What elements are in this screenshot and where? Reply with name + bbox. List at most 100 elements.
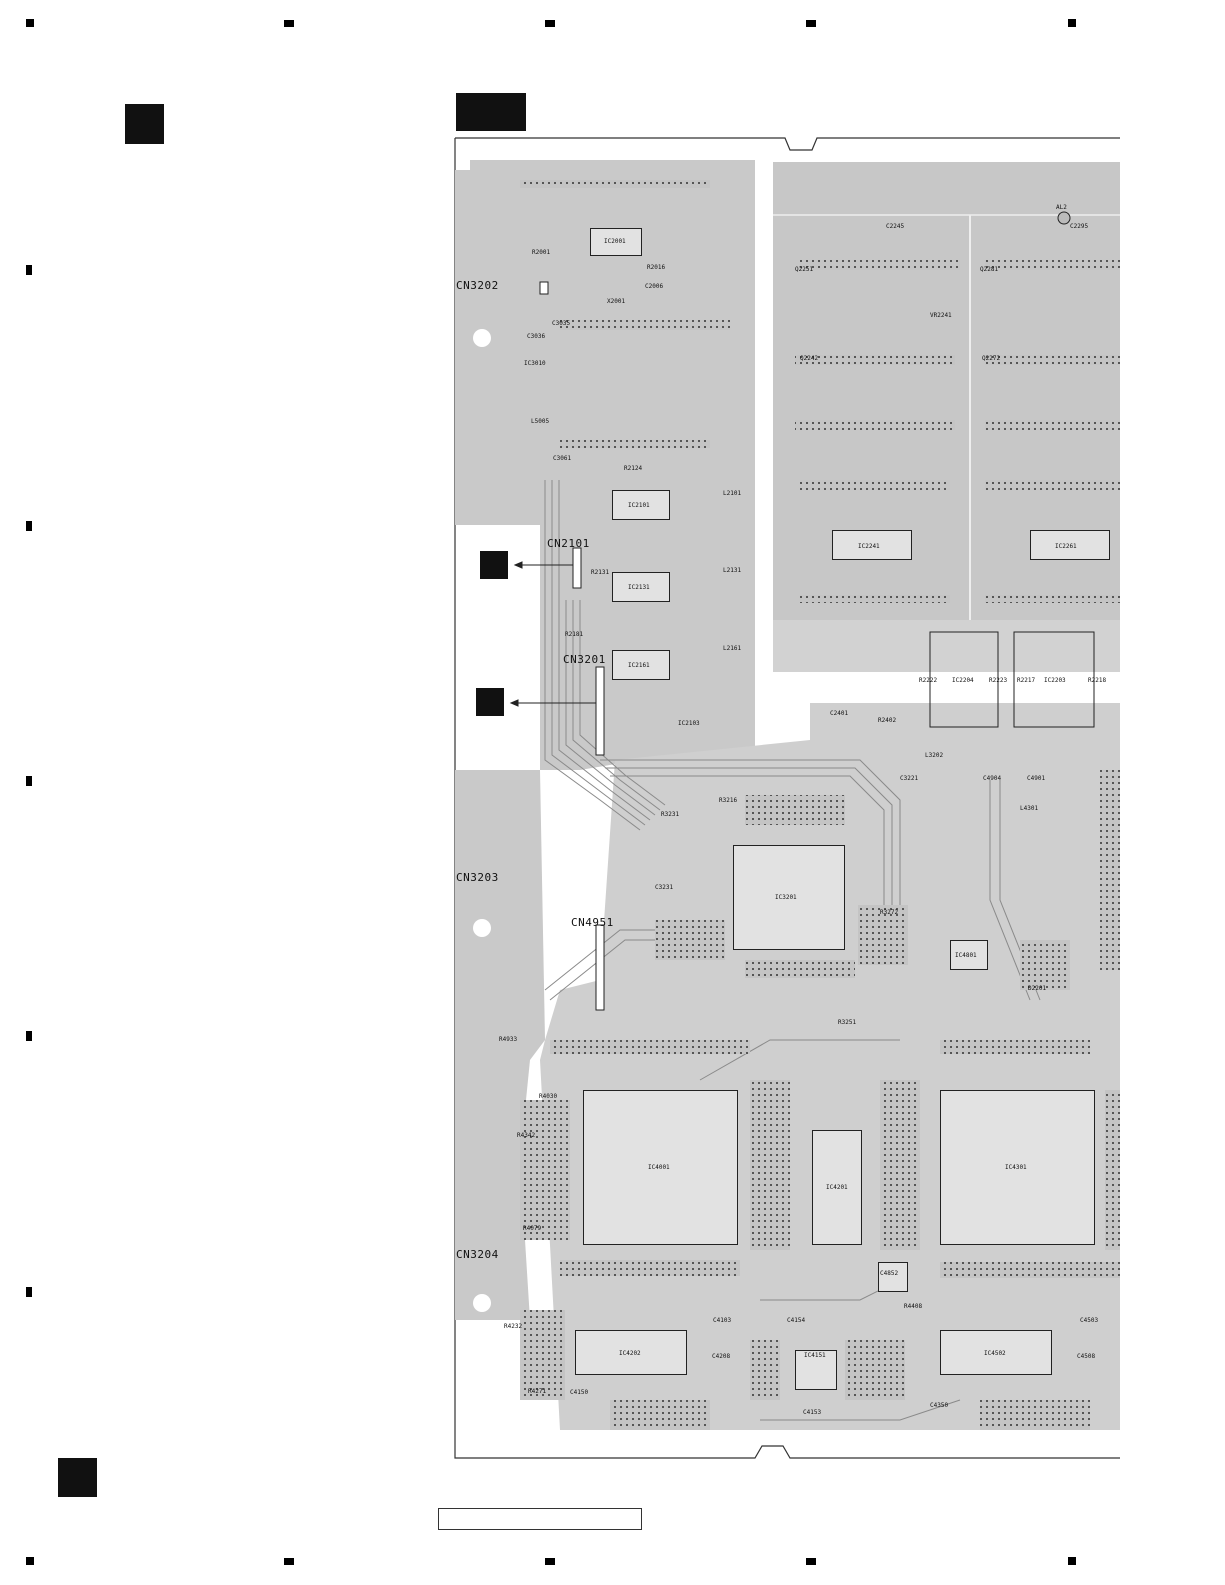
part-c4503: C4503 bbox=[1080, 1317, 1099, 1324]
part-c4154: C4154 bbox=[787, 1317, 806, 1324]
part-r4079: R4079 bbox=[523, 1225, 542, 1232]
registration-mark bbox=[26, 521, 32, 531]
corner-mark bbox=[26, 1557, 34, 1565]
part-c4103: C4103 bbox=[713, 1317, 732, 1324]
registration-mark bbox=[545, 1558, 555, 1565]
corner-mark bbox=[26, 19, 34, 27]
ic4151-label: IC4151 bbox=[804, 1352, 826, 1359]
connector-cn2101-pins bbox=[572, 547, 582, 589]
ic4301-label: IC4301 bbox=[1005, 1164, 1027, 1171]
ic4852-label: C4852 bbox=[880, 1270, 899, 1277]
copper-pour-right-top bbox=[773, 162, 1120, 672]
part-al2: AL2 bbox=[1056, 204, 1067, 211]
connector-cn3201-pins bbox=[595, 666, 605, 756]
part-l5005: L5005 bbox=[531, 418, 550, 425]
registration-mark bbox=[26, 265, 32, 275]
part-d2201: D2201 bbox=[1028, 985, 1047, 992]
part-r3251: R3251 bbox=[838, 1019, 857, 1026]
ic2001-label: IC2001 bbox=[604, 238, 626, 245]
cn3204-label: CN3204 bbox=[456, 1248, 499, 1261]
cn4951-label: CN4951 bbox=[571, 916, 614, 929]
part-c4901: C4901 bbox=[1027, 775, 1046, 782]
part-l2161: L2161 bbox=[723, 645, 742, 652]
corner-mark bbox=[1068, 1557, 1076, 1565]
part-c4350: C4350 bbox=[930, 1402, 949, 1409]
part-r2181: R2181 bbox=[565, 631, 584, 638]
part-q2281: Q2281 bbox=[980, 266, 999, 273]
part-c4150: C4150 bbox=[570, 1389, 589, 1396]
part-l3202: L3202 bbox=[925, 752, 944, 759]
ic4001 bbox=[583, 1090, 738, 1245]
part-c4508: C4508 bbox=[1077, 1353, 1096, 1360]
part-c2401: C2401 bbox=[830, 710, 849, 717]
ic3201-label: IC3201 bbox=[775, 894, 797, 901]
part-ic2103: IC2103 bbox=[678, 720, 700, 727]
ic2241-label: IC2241 bbox=[858, 543, 880, 550]
ic2241 bbox=[832, 530, 912, 560]
corner-mark bbox=[1068, 19, 1076, 27]
part-c3061: C3061 bbox=[553, 455, 572, 462]
ic2101 bbox=[612, 490, 670, 520]
part-q2272: Q2272 bbox=[982, 355, 1001, 362]
ic2204-label: IC2204 bbox=[952, 677, 974, 684]
ic3201 bbox=[733, 845, 845, 950]
copper-pour-center bbox=[540, 703, 1120, 1430]
part-r3216: R3216 bbox=[719, 797, 738, 804]
ic2131 bbox=[612, 572, 670, 602]
part-l2131: L2131 bbox=[723, 567, 742, 574]
connection-label-block bbox=[480, 551, 508, 579]
part-r3231: R3231 bbox=[661, 811, 680, 818]
part-x2001: X2001 bbox=[607, 298, 626, 305]
registration-mark bbox=[26, 776, 32, 786]
ic2161 bbox=[612, 650, 670, 680]
ic4151 bbox=[795, 1350, 837, 1390]
part-c4208: C4208 bbox=[712, 1353, 731, 1360]
connection-label-block bbox=[476, 688, 504, 716]
part-c3221: C3221 bbox=[900, 775, 919, 782]
registration-mark bbox=[545, 20, 555, 27]
part-c2245: C2245 bbox=[886, 223, 905, 230]
part-r2223: R2223 bbox=[989, 677, 1008, 684]
part-c3036: C3036 bbox=[527, 333, 546, 340]
part-c3231: C3231 bbox=[655, 884, 674, 891]
mounting-hole bbox=[473, 1294, 491, 1312]
part-r4271: R4271 bbox=[528, 1388, 547, 1395]
part-r2218: R2218 bbox=[1088, 677, 1107, 684]
ic2101-label: IC2101 bbox=[628, 502, 650, 509]
board-outline bbox=[454, 137, 1120, 1459]
part-r2222: R2222 bbox=[919, 677, 938, 684]
ic4202 bbox=[575, 1330, 687, 1375]
connector-cn4951-pins bbox=[595, 924, 605, 1011]
part-c3035: C3035 bbox=[552, 320, 571, 327]
ic2261-label: IC2261 bbox=[1055, 543, 1077, 550]
ic4502-label: IC4502 bbox=[984, 1350, 1006, 1357]
board-label-block bbox=[456, 93, 526, 131]
part-r2001: R2001 bbox=[532, 249, 551, 256]
registration-mark bbox=[806, 1558, 816, 1565]
registration-mark bbox=[284, 20, 294, 27]
part-r4232: R4232 bbox=[504, 1323, 523, 1330]
mounting-hole bbox=[473, 329, 491, 347]
part-r2217: R2217 bbox=[1017, 677, 1036, 684]
cn3202-label: CN3202 bbox=[456, 279, 499, 292]
part-r4030: R4030 bbox=[539, 1093, 558, 1100]
page-number-block bbox=[58, 1458, 97, 1497]
part-l2101: L2101 bbox=[723, 490, 742, 497]
part-ic3010: IC3010 bbox=[524, 360, 546, 367]
part-q2251: Q2251 bbox=[795, 266, 814, 273]
part-c4904: C4904 bbox=[983, 775, 1002, 782]
part-r2402: R2402 bbox=[878, 717, 897, 724]
part-r4408: R4408 bbox=[904, 1303, 923, 1310]
footer-caption-box bbox=[438, 1508, 642, 1530]
ic4801 bbox=[950, 940, 988, 970]
cn3201-label: CN3201 bbox=[563, 653, 606, 666]
ic4301 bbox=[940, 1090, 1095, 1245]
ic2131-label: IC2131 bbox=[628, 584, 650, 591]
part-r4933: R4933 bbox=[499, 1036, 518, 1043]
copper-pour-left-upper bbox=[455, 160, 755, 770]
part-r2131: R2131 bbox=[591, 569, 610, 576]
part-q2242: Q2242 bbox=[800, 355, 819, 362]
ic2261 bbox=[1030, 530, 1110, 560]
ic2161-label: IC2161 bbox=[628, 662, 650, 669]
